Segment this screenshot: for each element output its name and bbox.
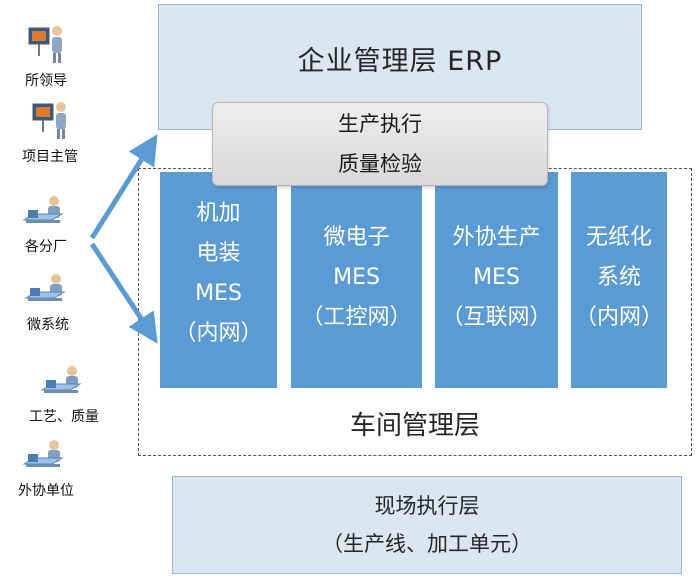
module-microelectronics-mes: 微电子 MES （工控网） bbox=[291, 172, 422, 388]
role-branch-factories: 各分厂 bbox=[6, 194, 86, 256]
field-layer-title: 现场执行层 bbox=[374, 494, 480, 518]
module-line: （互联网） bbox=[441, 305, 552, 330]
role-label: 工艺、质量 bbox=[29, 409, 99, 425]
execution-box: 生产执行 质量检验 bbox=[212, 102, 548, 186]
workshop-layer-title: 车间管理层 bbox=[349, 411, 480, 441]
field-layer-subtitle: （生产线、加工单元） bbox=[322, 532, 532, 556]
module-line: MES bbox=[333, 265, 380, 290]
desk-worker-icon bbox=[22, 196, 64, 223]
role-label: 微系统 bbox=[27, 317, 69, 333]
role-leadership: 所领导 bbox=[6, 22, 86, 90]
role-label: 各分厂 bbox=[25, 239, 67, 255]
role-label: 外协单位 bbox=[18, 483, 74, 499]
module-line: （工控网） bbox=[301, 305, 412, 330]
module-line: 微电子 bbox=[323, 225, 390, 250]
arrow-to-workshop bbox=[89, 242, 158, 344]
role-label: 项目主管 bbox=[22, 149, 78, 165]
presenter-icon bbox=[28, 26, 62, 63]
module-machining-mes: 机加 电装 MES （内网） bbox=[160, 172, 277, 388]
module-line: MES bbox=[473, 265, 520, 290]
presenter-icon bbox=[32, 102, 66, 139]
role-outsourcing-units: 外协单位 bbox=[6, 438, 86, 500]
field-layer-box: 现场执行层 （生产线、加工单元） bbox=[172, 476, 682, 574]
module-outsourcing-mes: 外协生产 MES （互联网） bbox=[435, 172, 558, 388]
role-process-quality: 工艺、质量 bbox=[24, 364, 104, 426]
module-line: 外协生产 bbox=[452, 225, 541, 250]
quality-label: 质量检验 bbox=[338, 152, 422, 176]
module-paperless-system: 无纸化 系统 （内网） bbox=[571, 172, 667, 388]
role-label: 所领导 bbox=[25, 73, 67, 89]
module-line: 系统 bbox=[596, 265, 641, 290]
module-line: （内网） bbox=[174, 321, 263, 346]
module-line: 无纸化 bbox=[585, 225, 652, 250]
desk-worker-icon bbox=[22, 440, 64, 467]
module-line: MES bbox=[195, 281, 242, 306]
desk-worker-icon bbox=[40, 366, 82, 393]
module-line: （内网） bbox=[574, 305, 663, 330]
module-line: 机加 bbox=[196, 201, 241, 226]
module-line: 电装 bbox=[196, 241, 241, 266]
erp-layer-title: 企业管理层 ERP bbox=[297, 46, 503, 77]
role-microsystems: 微系统 bbox=[8, 272, 88, 334]
role-project-manager: 项目主管 bbox=[10, 98, 90, 166]
execution-label: 生产执行 bbox=[338, 112, 422, 136]
arrow-to-erp bbox=[89, 134, 158, 240]
desk-worker-icon bbox=[24, 274, 66, 301]
